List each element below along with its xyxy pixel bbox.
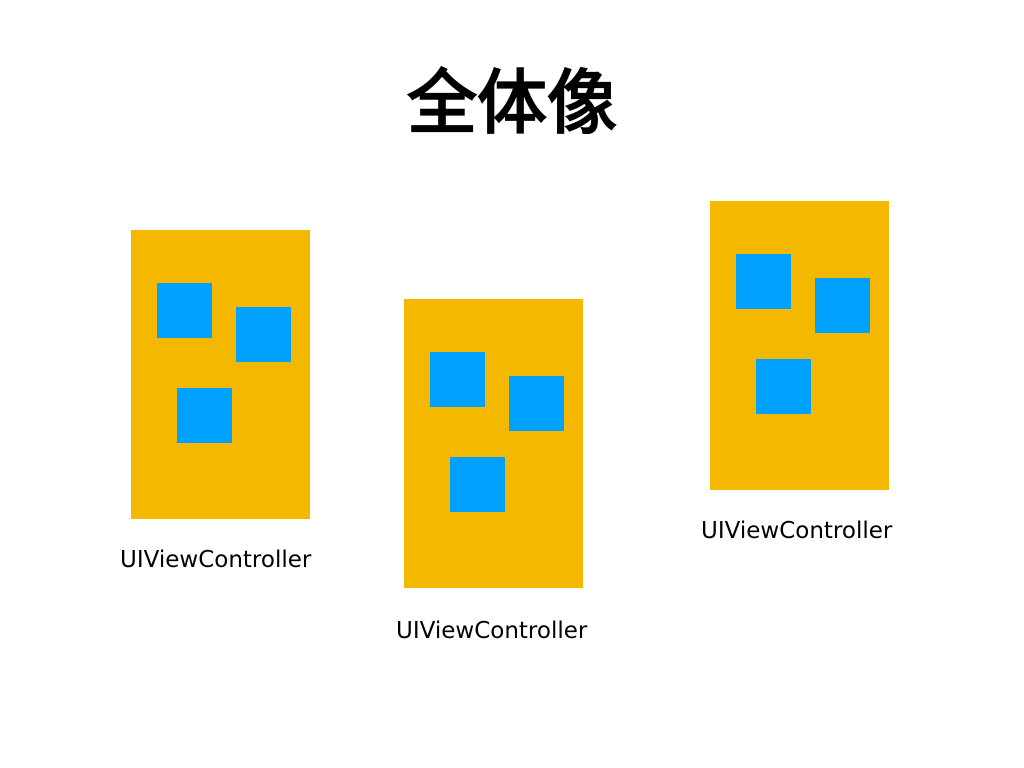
subview-top-right xyxy=(509,376,564,431)
subview-bottom xyxy=(756,359,811,414)
view-controller-label-left: UIViewController xyxy=(120,547,312,573)
subview-top-left xyxy=(157,283,212,338)
subview-top-right xyxy=(815,278,870,333)
subview-bottom xyxy=(177,388,232,443)
view-controller-middle xyxy=(404,299,583,588)
view-controller-left xyxy=(131,230,310,519)
view-controller-root-view xyxy=(404,299,583,588)
view-controller-label-right: UIViewController xyxy=(701,518,893,544)
slide-title: 全体像 xyxy=(407,62,617,144)
view-controller-right xyxy=(710,201,889,490)
view-controller-label-middle: UIViewController xyxy=(396,618,588,644)
subview-top-right xyxy=(236,307,291,362)
subview-top-left xyxy=(430,352,485,407)
view-controller-root-view xyxy=(710,201,889,490)
subview-bottom xyxy=(450,457,505,512)
view-controller-root-view xyxy=(131,230,310,519)
subview-top-left xyxy=(736,254,791,309)
